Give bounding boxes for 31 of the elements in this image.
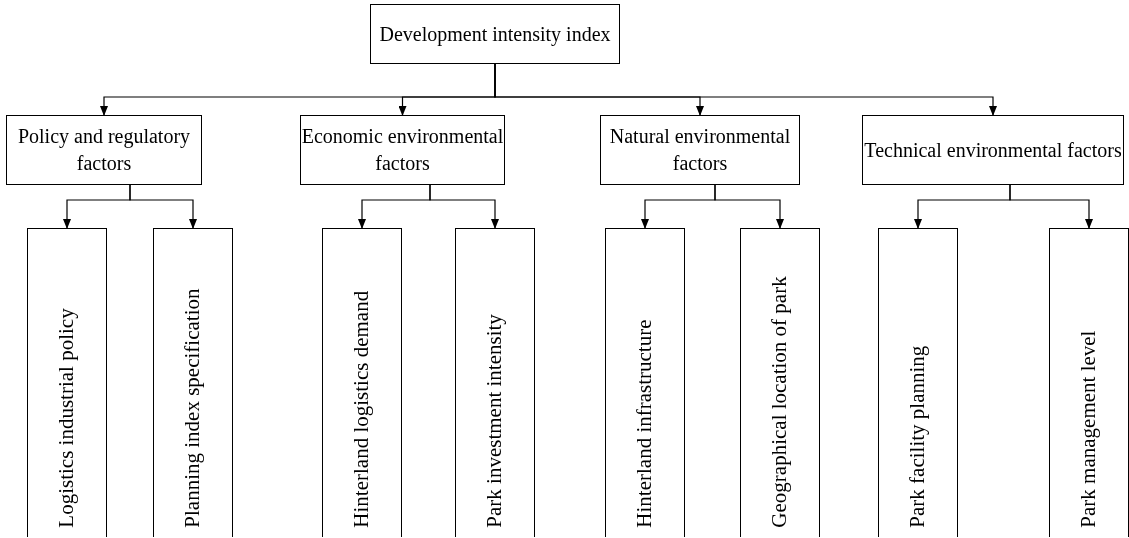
- connector-arrow: [494, 63, 997, 116]
- node-label: Park investment intensity: [481, 313, 508, 528]
- connector-arrow: [129, 184, 197, 229]
- connector-arrow: [429, 184, 499, 229]
- node-label: Hinterland logistics demand: [348, 290, 375, 528]
- node-label: Park facility planning: [904, 345, 931, 528]
- node-label: Development intensity index: [379, 21, 611, 48]
- factor-box: [322, 228, 402, 537]
- category-box: [300, 115, 505, 185]
- category-box: [600, 115, 800, 185]
- node-label: Technical environmental factors: [864, 137, 1122, 163]
- node-label: Logistics industrial policy: [53, 307, 80, 528]
- factor-box: [455, 228, 535, 537]
- node-label: Park management level: [1075, 329, 1102, 528]
- node-label: Geographical location of park: [766, 275, 793, 528]
- factor-box: [27, 228, 107, 537]
- factor-box: [740, 228, 820, 537]
- node-label: Planning index specification: [179, 287, 206, 528]
- category-box: [862, 115, 1124, 185]
- connector-arrow: [714, 184, 784, 229]
- category-box: [370, 4, 620, 64]
- node-label: Policy and regulatory factors: [16, 124, 192, 176]
- factor-box: [153, 228, 233, 537]
- factor-box: [605, 228, 685, 537]
- category-box: [6, 115, 202, 185]
- factor-box: [878, 228, 958, 537]
- node-label: Hinterland infrastructure: [631, 318, 658, 528]
- node-label: Natural environmental factors: [608, 124, 792, 176]
- factor-box: [1049, 228, 1129, 537]
- node-label: Economic environmental factors: [301, 124, 504, 176]
- connector-arrow: [1009, 184, 1093, 229]
